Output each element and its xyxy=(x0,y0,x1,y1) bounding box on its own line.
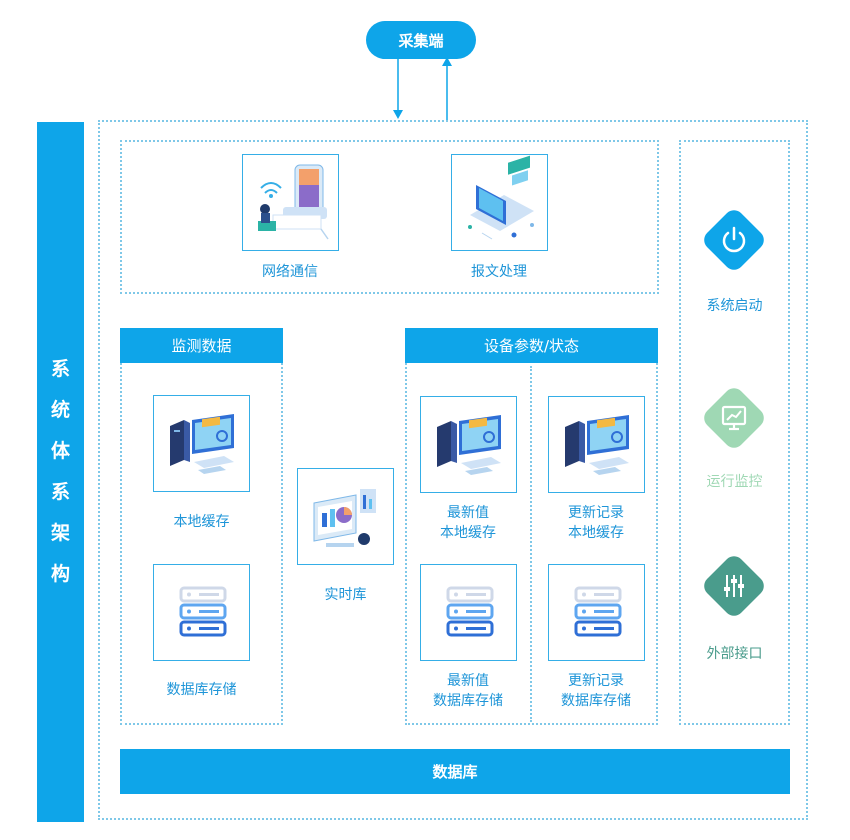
latest-value-db-card xyxy=(420,564,517,661)
device-params-region xyxy=(405,363,658,725)
collector-node: 采集端 xyxy=(366,21,476,59)
system-start-node xyxy=(698,204,770,276)
monitor-data-title: 监测数据 xyxy=(171,337,232,355)
dashboard-analytics-icon xyxy=(313,489,376,547)
monitor-db-storage-label: 数据库存储 xyxy=(166,682,237,698)
monitor-chart-icon xyxy=(721,405,747,431)
banner-char: 构 xyxy=(50,563,70,585)
phone-network-icon xyxy=(258,164,329,240)
realtime-db-card xyxy=(297,468,394,565)
system-functions-region xyxy=(679,140,790,725)
latest-value-db-label: 最新值 数据库存储 xyxy=(405,671,531,711)
device-params-header: 设备参数/状态 xyxy=(405,328,658,363)
network-communication-card xyxy=(242,154,339,251)
system-start-label: 系统启动 xyxy=(706,298,763,314)
device-params-divider xyxy=(530,366,532,722)
db-storage-line: 数据库存储 xyxy=(433,693,503,709)
banner-char: 系 xyxy=(50,358,70,380)
banner-char: 体 xyxy=(50,440,70,462)
external-interface-node xyxy=(698,550,770,622)
update-record-line: 更新记录 xyxy=(568,505,624,521)
laptop-data-icon xyxy=(468,155,534,240)
local-cache-line: 本地缓存 xyxy=(568,525,624,541)
server-stack-icon xyxy=(574,586,622,637)
update-record-cache-label: 更新记录 本地缓存 xyxy=(532,503,660,543)
update-record-line: 更新记录 xyxy=(568,673,624,689)
latest-value-cache-card xyxy=(420,396,517,493)
latest-value-cache-label: 最新值 本地缓存 xyxy=(405,503,531,543)
banner-char: 统 xyxy=(50,399,70,421)
database-label: 数据库 xyxy=(432,763,478,781)
db-storage-line: 数据库存储 xyxy=(561,693,631,709)
update-record-cache-card xyxy=(548,396,645,493)
sliders-icon xyxy=(724,575,744,597)
banner-char: 架 xyxy=(50,522,70,544)
power-icon xyxy=(722,226,746,253)
local-cache-line: 本地缓存 xyxy=(440,525,496,541)
external-interface-label: 外部接口 xyxy=(706,646,763,662)
monitor-local-cache-card xyxy=(153,395,250,492)
message-processing-card xyxy=(451,154,548,251)
collector-label: 采集端 xyxy=(398,31,444,50)
monitor-db-storage-card xyxy=(153,564,250,661)
communication-region xyxy=(120,140,659,294)
update-record-db-label: 更新记录 数据库存储 xyxy=(532,671,660,711)
database-bar: 数据库 xyxy=(120,749,790,794)
desktop-computer-icon xyxy=(170,414,234,474)
latest-value-line: 最新值 xyxy=(447,505,489,521)
run-monitor-label: 运行监控 xyxy=(706,474,763,490)
desktop-computer-icon xyxy=(565,415,629,475)
device-params-title: 设备参数/状态 xyxy=(483,337,580,355)
run-monitor-node xyxy=(698,382,770,454)
architecture-banner: 系 统 体 系 架 构 xyxy=(37,122,84,822)
latest-value-line: 最新值 xyxy=(447,673,489,689)
connector-arrows xyxy=(393,56,452,120)
banner-char: 系 xyxy=(50,481,70,503)
system-frame xyxy=(98,120,808,820)
monitor-data-region xyxy=(120,363,283,725)
server-stack-icon xyxy=(179,586,227,637)
server-stack-icon xyxy=(446,586,494,637)
update-record-db-card xyxy=(548,564,645,661)
network-communication-label: 网络通信 xyxy=(262,264,318,280)
message-processing-label: 报文处理 xyxy=(471,264,527,280)
monitor-data-header: 监测数据 xyxy=(120,328,283,363)
desktop-computer-icon xyxy=(437,415,501,475)
realtime-db-label: 实时库 xyxy=(324,587,367,603)
monitor-local-cache-label: 本地缓存 xyxy=(173,514,230,530)
